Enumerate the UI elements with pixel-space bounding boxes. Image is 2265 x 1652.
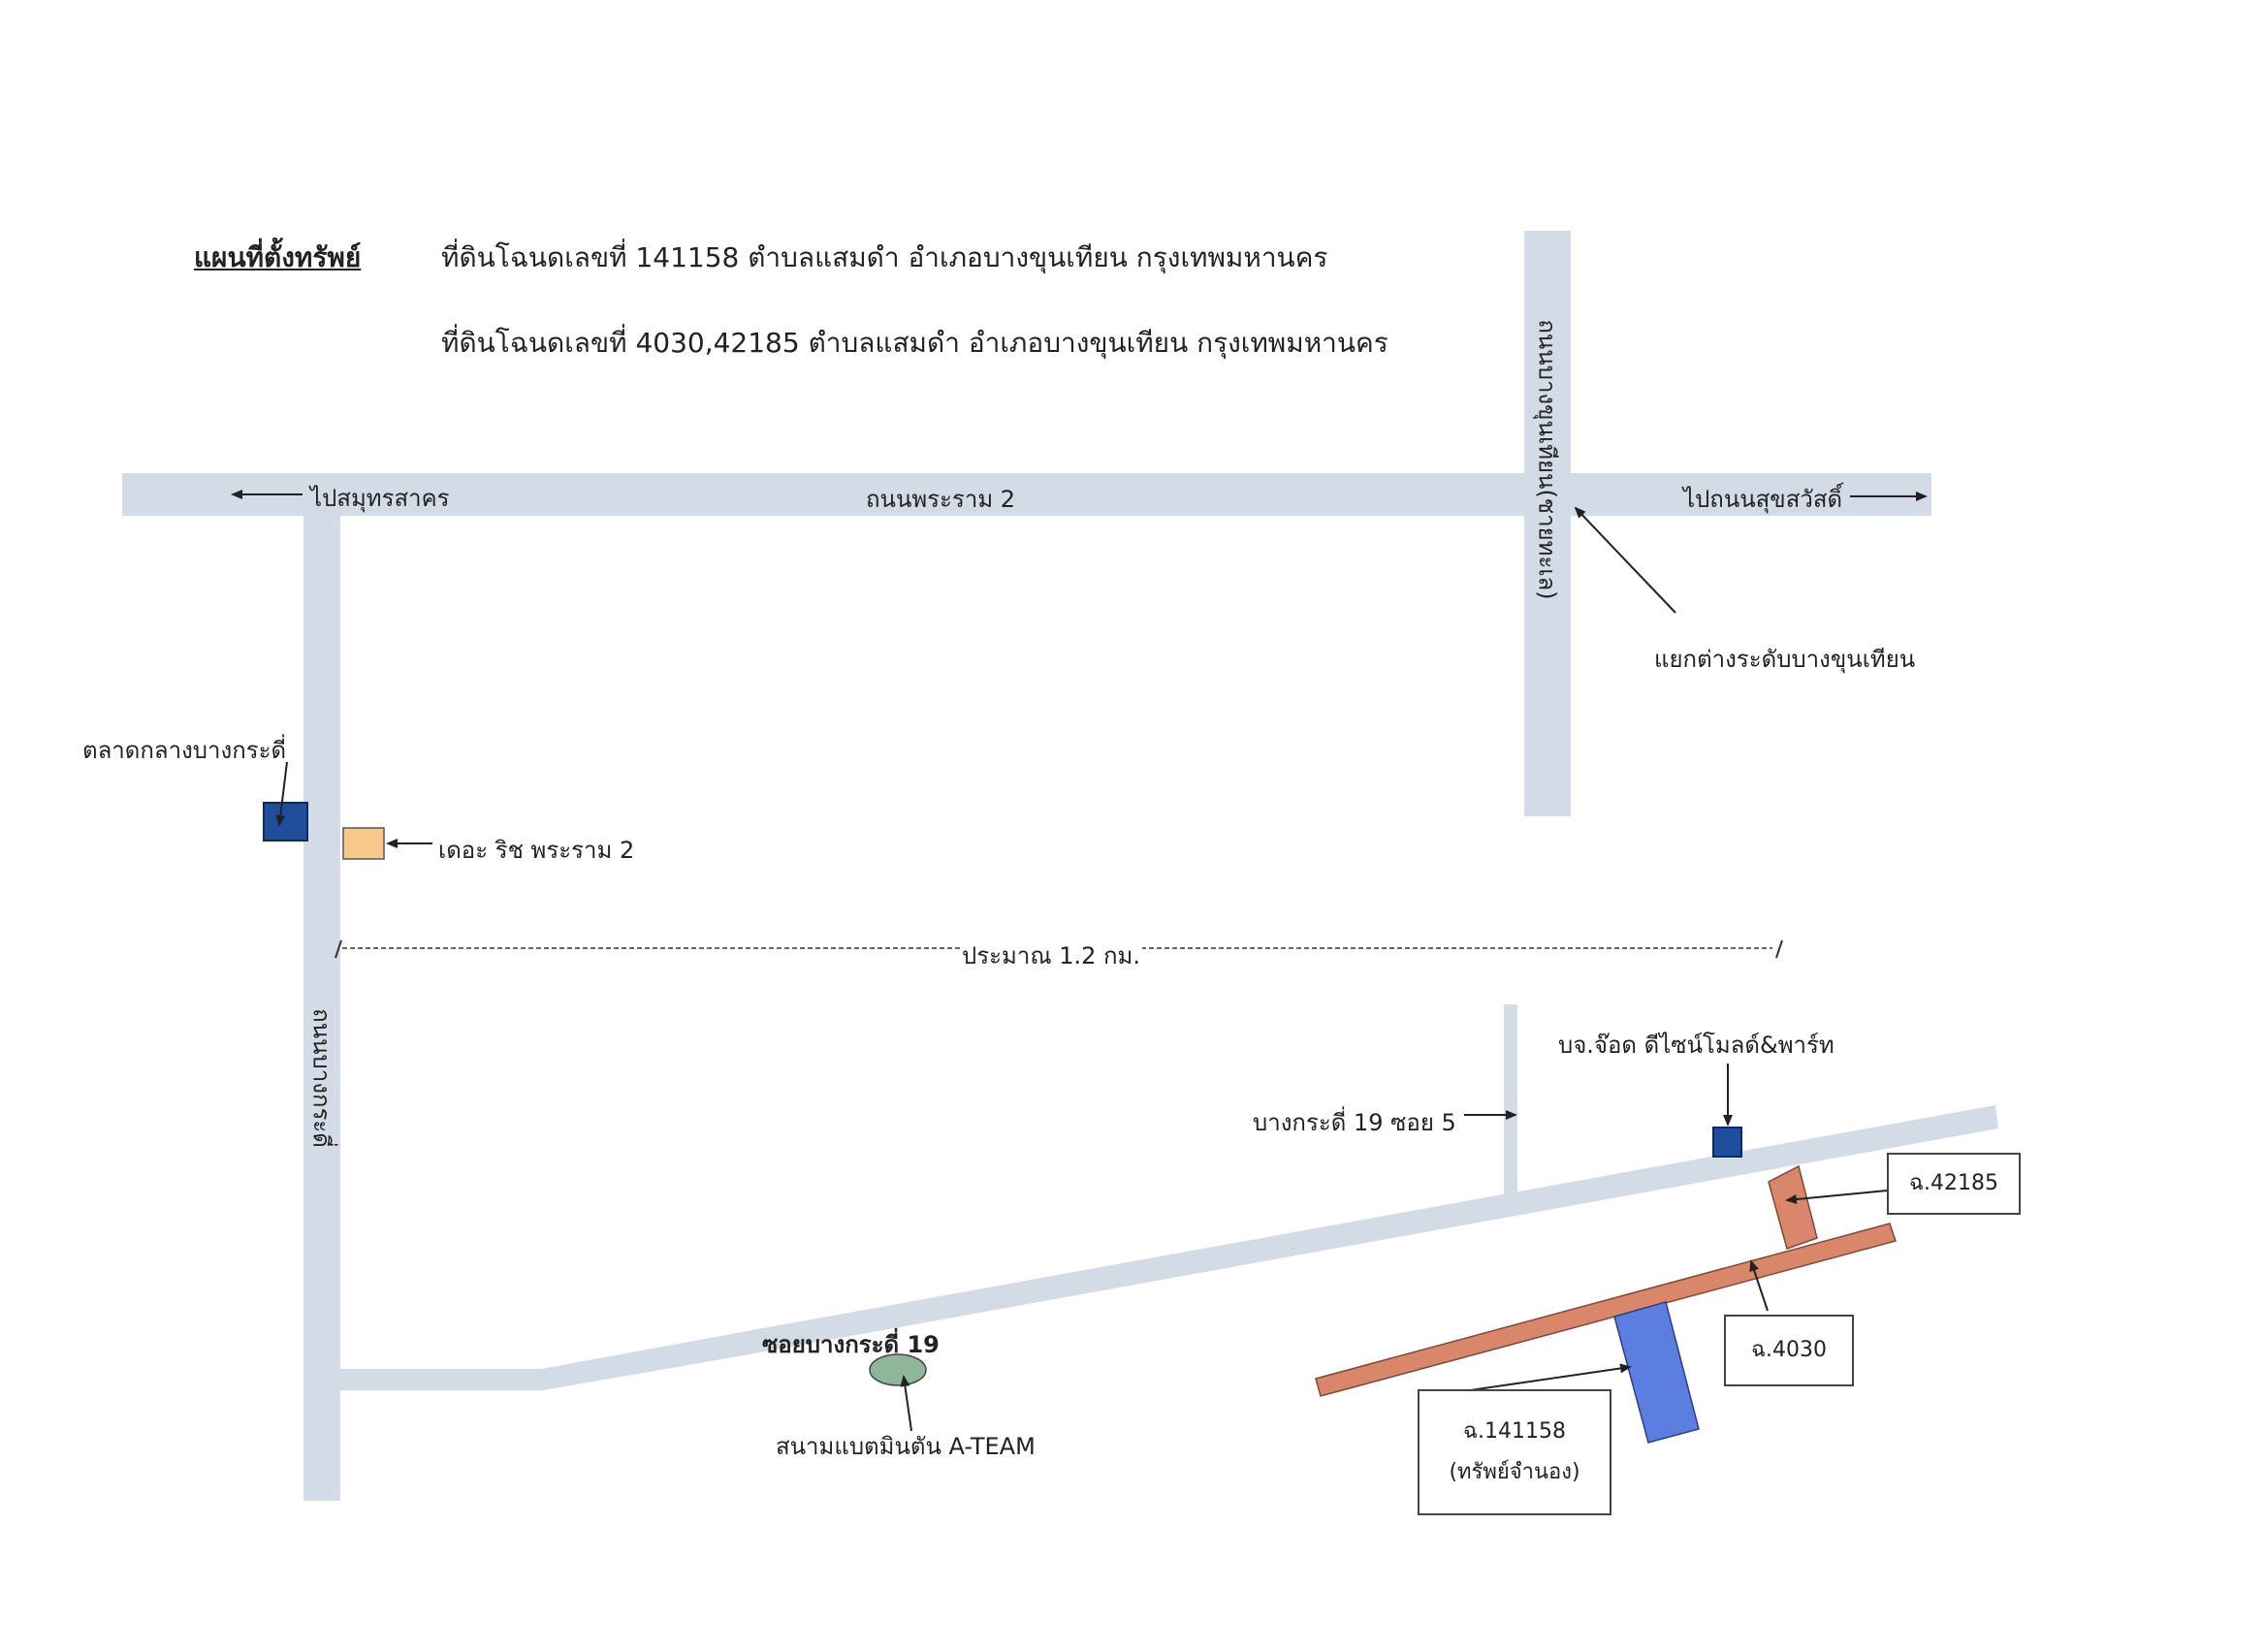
distance-label: ประมาณ 1.2 กม.	[960, 937, 1142, 974]
deed-line-2: ที่ดินโฉนดเลขที่ 4030,42185 ตำบลแสมดำ อำ…	[441, 327, 1388, 359]
soi-19-label: ซอยบางกระดี่ 19	[762, 1331, 940, 1358]
to-sukhsawat-label: ไปถนนสุขสวัสดิ์	[1683, 486, 1843, 513]
parcel-42185	[1768, 1164, 1818, 1250]
distance-tick-right	[1775, 939, 1783, 959]
company-label: บจ.จ๊อด ดีไซน์โมลด์&พาร์ท	[1558, 1032, 1834, 1059]
soi-19-5-label: บางกระดี่ 19 ซอย 5	[1253, 1109, 1456, 1136]
market-label: ตลาดกลางบางกระดี่	[82, 737, 287, 764]
bang-kradi-road	[303, 516, 340, 1501]
rama2-road	[122, 473, 1931, 516]
arrow-parcel-4030	[1749, 1259, 1769, 1312]
bang-khun-thian-road	[1524, 231, 1571, 816]
arrow-badminton	[900, 1375, 912, 1432]
arrow-parcel-42185	[1785, 1190, 1888, 1205]
arrow-interchange	[1574, 506, 1676, 614]
parcel-141158-box: ฉ.141158 (ทรัพย์จำนอง)	[1418, 1389, 1611, 1515]
the-rich-label: เดอะ ริช พระราม 2	[438, 837, 635, 864]
bang-kradi-road-label: ถนนบางกระดี่	[307, 1008, 335, 1148]
soi-19-5-road	[1504, 1004, 1517, 1204]
rama2-label: ถนนพระราม 2	[866, 486, 1016, 513]
parcel-4030-box: ฉ.4030	[1724, 1315, 1854, 1386]
badminton-marker	[869, 1353, 927, 1386]
to-samut-sakhon-label: ไปสมุทรสาคร	[310, 485, 450, 512]
parcel-42185-label: ฉ.42185	[1909, 1171, 1998, 1196]
bang-khun-thian-road-label: ถนนบางขุนเทียน(ชายทะเล)	[1533, 319, 1561, 600]
parcel-42185-box: ฉ.42185	[1887, 1153, 2021, 1215]
the-rich-marker	[342, 827, 385, 860]
company-marker	[1712, 1127, 1742, 1158]
parcel-4030-label: ฉ.4030	[1751, 1338, 1827, 1363]
map-title: แผนที่ตั้งทรัพย์	[194, 241, 362, 273]
interchange-label: แยกต่างระดับบางขุนเทียน	[1654, 646, 1916, 673]
parcel-141158-note: (ทรัพย์จำนอง)	[1449, 1460, 1580, 1484]
badminton-label: สนามแบตมินตัน A-TEAM	[776, 1433, 1036, 1460]
market-marker	[263, 802, 308, 842]
deed-line-1: ที่ดินโฉนดเลขที่ 141158 ตำบลแสมดำ อำเภอบ…	[441, 241, 1328, 273]
parcel-141158	[1613, 1301, 1700, 1444]
arrow-market	[275, 761, 288, 827]
distance-tick-left	[335, 939, 342, 959]
parcel-141158-label: ฉ.141158	[1463, 1419, 1566, 1445]
